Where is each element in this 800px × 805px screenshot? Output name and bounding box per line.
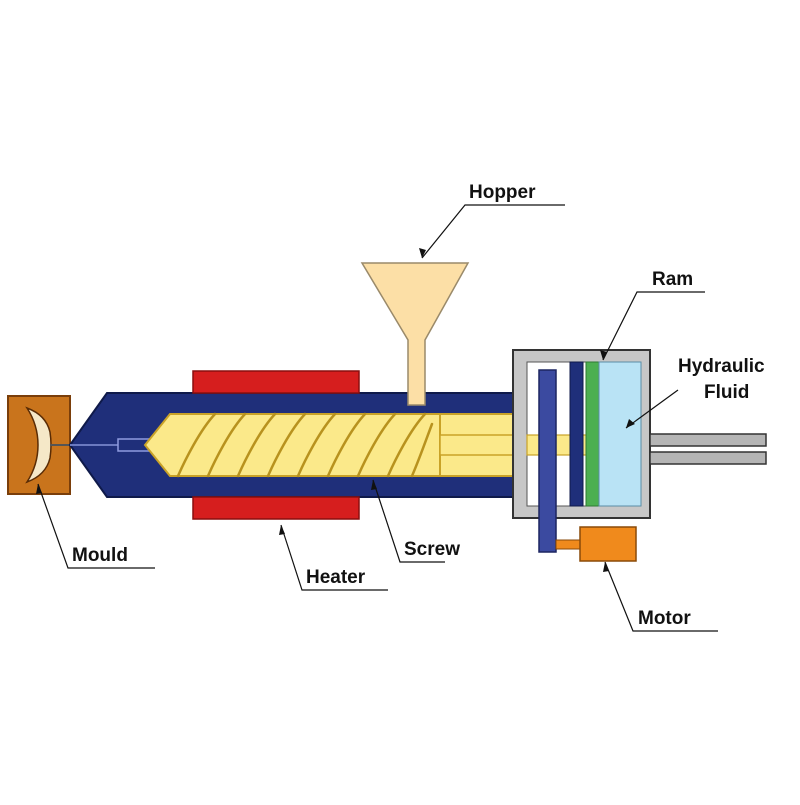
hopper — [360, 262, 470, 406]
ram-arrowhead — [600, 350, 607, 360]
piston-rod-upper — [649, 433, 767, 447]
mould-arrowhead — [36, 484, 42, 494]
screw-flight — [326, 412, 367, 478]
label-ram: Ram — [652, 269, 693, 290]
screw — [143, 412, 591, 478]
leader-lines — [37, 204, 718, 632]
screw-flight — [236, 412, 277, 478]
ram-plate — [569, 361, 584, 507]
fluid-leader — [625, 389, 679, 429]
screw-flight — [206, 412, 247, 478]
label-heater: Heater — [306, 567, 366, 588]
screw-flight — [266, 412, 307, 478]
heater-top — [192, 370, 360, 394]
screw-flights — [176, 412, 434, 478]
hydraulic-fluid — [598, 361, 642, 507]
motor-arrowhead — [603, 562, 609, 572]
heater-bottom — [192, 496, 360, 520]
motor-shaft — [555, 539, 583, 550]
ram-seal — [585, 361, 600, 507]
hopper-leader — [421, 204, 565, 259]
mould-leader — [37, 483, 155, 569]
label-screw: Screw — [404, 539, 460, 560]
motor-leader — [604, 561, 718, 632]
ram-leader — [602, 291, 705, 361]
screw-leader — [372, 479, 445, 563]
screw-flight — [356, 412, 397, 478]
screw-flight — [296, 412, 337, 478]
label-fluid: Fluid — [704, 382, 749, 403]
screw-arrowhead — [371, 480, 377, 490]
label-mould: Mould — [72, 545, 128, 566]
drive-gear — [538, 369, 557, 553]
arrowheads — [36, 248, 635, 572]
screw-flight — [410, 422, 434, 478]
hydraulic-unit — [512, 349, 767, 553]
label-hopper: Hopper — [469, 182, 536, 203]
fluid-arrowhead — [626, 419, 635, 428]
piston-rod-lower — [649, 451, 767, 465]
mould-cavity — [25, 406, 52, 484]
heater-leader — [280, 524, 388, 591]
mould — [7, 395, 71, 495]
screw-flight — [386, 412, 427, 478]
motor — [555, 526, 637, 562]
screw-flight — [176, 412, 217, 478]
hopper-arrowhead — [419, 248, 426, 258]
label-motor: Motor — [638, 608, 691, 629]
heater-arrowhead — [279, 525, 285, 535]
label-hydraulic: Hydraulic — [678, 356, 765, 377]
motor-body — [579, 526, 637, 562]
